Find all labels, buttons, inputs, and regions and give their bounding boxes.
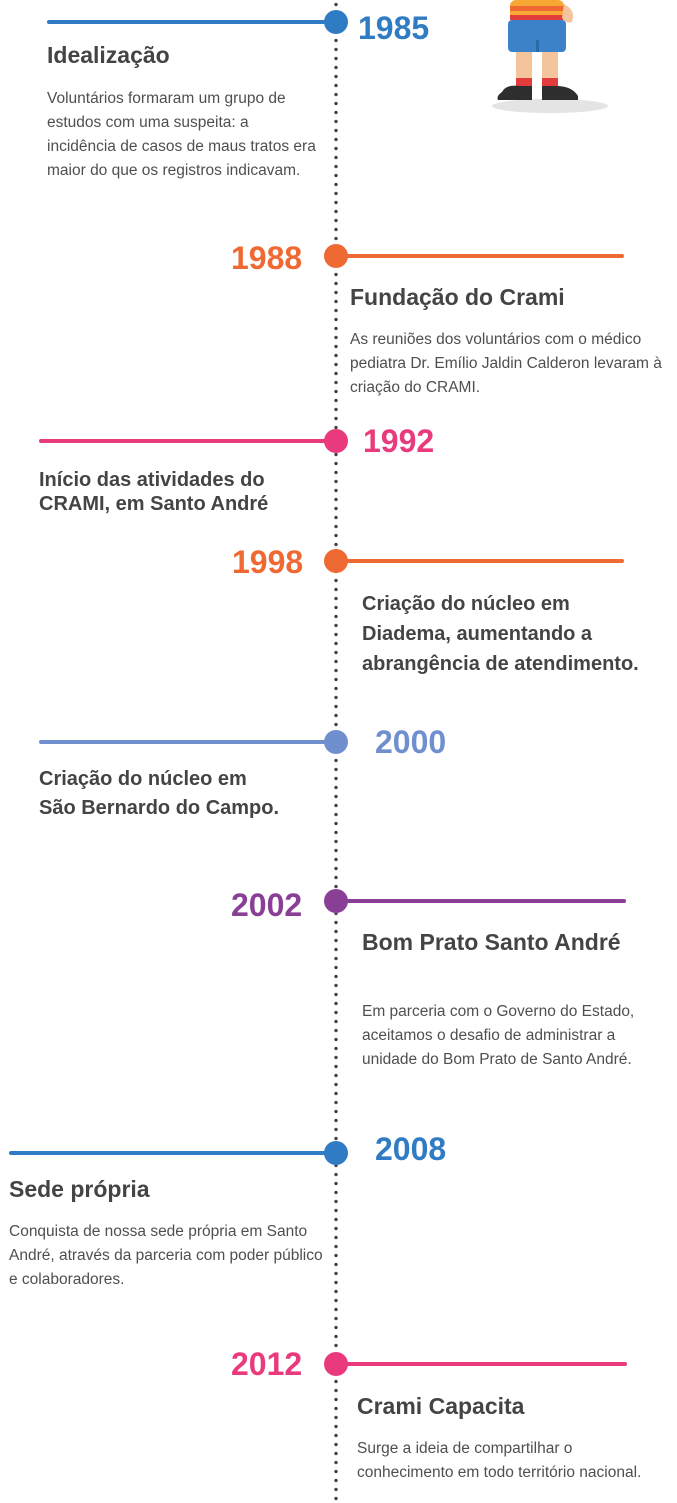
timeline-connector-2000 — [39, 740, 337, 744]
event-title-1992: Início das atividades do CRAMI, em Santo… — [39, 469, 269, 515]
timeline-dot-1998 — [324, 549, 348, 573]
event-description-1988: As reuniões dos voluntários com o médico… — [350, 331, 662, 396]
timeline-connector-1985 — [47, 20, 337, 24]
year-label-2002: 2002 — [231, 887, 303, 923]
timeline-dot-2002 — [324, 889, 348, 913]
year-label-1985: 1985 — [358, 10, 430, 46]
timeline-dot-1985 — [324, 10, 348, 34]
timeline-connector-2008 — [9, 1151, 337, 1155]
timeline-connector-2012 — [336, 1362, 627, 1366]
timeline-connector-1988 — [336, 254, 624, 258]
timeline-dot-1992 — [324, 429, 348, 453]
year-label-2008: 2008 — [375, 1131, 447, 1167]
child-mascot-illustration — [492, 0, 608, 113]
event-title-2000: Criação do núcleo em São Bernardo do Cam… — [39, 768, 280, 819]
timeline-dot-1988 — [324, 244, 348, 268]
timeline-dot-2000 — [324, 730, 348, 754]
timeline-connector-2002 — [336, 899, 626, 903]
event-description-2002: Em parceria com o Governo do Estado, ace… — [362, 1003, 635, 1068]
event-description-2012: Surge a ideia de compartilhar o conhecim… — [357, 1440, 642, 1481]
event-title-2008: Sede própria — [9, 1176, 150, 1202]
year-label-2012: 2012 — [231, 1346, 303, 1382]
event-description-2008: Conquista de nossa sede própria em Santo… — [9, 1223, 323, 1288]
event-title-1985: Idealização — [47, 42, 170, 68]
year-label-1992: 1992 — [363, 423, 435, 459]
year-label-1988: 1988 — [231, 240, 303, 276]
event-description-1985: Voluntários formaram um grupo de estudos… — [47, 90, 316, 179]
year-label-2000: 2000 — [375, 724, 447, 760]
timeline-dot-2008 — [324, 1141, 348, 1165]
event-title-1998: Criação do núcleo em Diadema, aumentando… — [362, 593, 639, 675]
timeline-connector-1998 — [336, 559, 624, 563]
year-label-1998: 1998 — [232, 544, 304, 580]
event-title-1988: Fundação do Crami — [350, 284, 565, 310]
event-title-2002: Bom Prato Santo André — [362, 929, 621, 955]
timeline-connector-1992 — [39, 439, 337, 443]
timeline-dot-2012 — [324, 1352, 348, 1376]
event-title-2012: Crami Capacita — [357, 1393, 525, 1419]
